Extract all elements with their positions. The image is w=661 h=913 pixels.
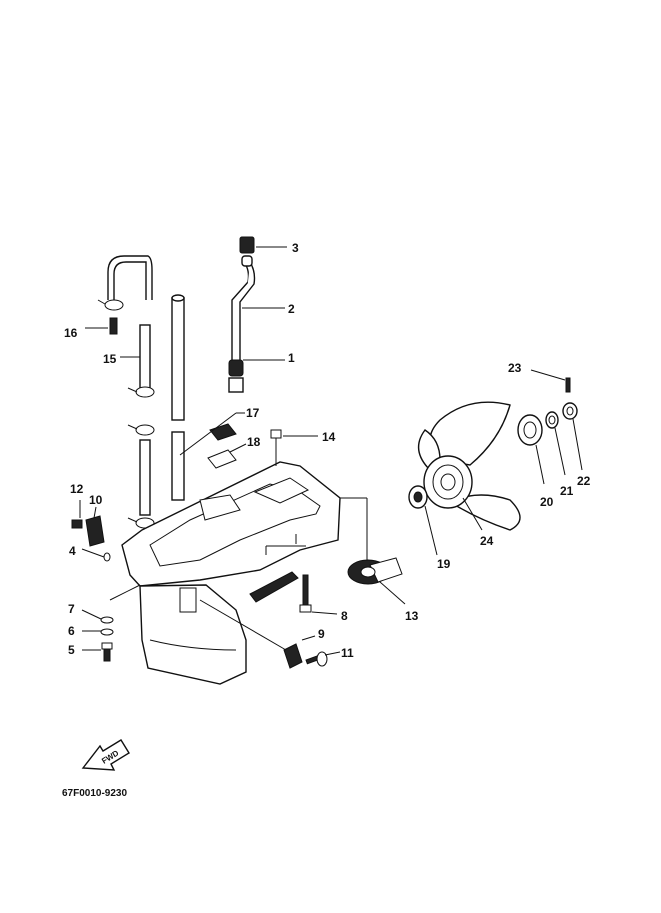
- callout-8: 8: [341, 609, 348, 623]
- callout-22: 22: [577, 474, 591, 488]
- callout-14: 14: [322, 430, 336, 444]
- callout-12: 12: [70, 482, 84, 496]
- callout-21: 21: [560, 484, 574, 498]
- plate-18: [207, 449, 237, 469]
- leader-lines: [79, 246, 583, 656]
- callout-labels: 3 2 1 16 15 17 14 18 23 12 10 4 7 6 5 8 …: [64, 241, 591, 660]
- spacer-20: [517, 414, 543, 446]
- grommet-16: [109, 317, 118, 335]
- lower-casing: [121, 461, 341, 685]
- callout-24: 24: [480, 534, 494, 548]
- tube-center: [171, 294, 185, 501]
- cotter-pin-23: [565, 377, 571, 393]
- propeller-shaft: [249, 571, 299, 603]
- callout-3: 3: [292, 241, 299, 255]
- pipe-2: [231, 255, 256, 360]
- callout-16: 16: [64, 326, 78, 340]
- callout-2: 2: [288, 302, 295, 316]
- callout-18: 18: [247, 435, 261, 449]
- nut-12: [71, 519, 83, 529]
- callout-1: 1: [288, 351, 295, 365]
- water-tube-15: [107, 255, 153, 516]
- callout-23: 23: [508, 361, 522, 375]
- callout-9: 9: [318, 627, 325, 641]
- callout-11: 11: [341, 646, 354, 660]
- trim-tab-9: [283, 643, 303, 669]
- anode-13: [347, 557, 403, 585]
- pad-17: [209, 423, 237, 441]
- cover-10: [85, 515, 105, 547]
- callout-7: 7: [68, 602, 75, 616]
- callout-5: 5: [68, 643, 75, 657]
- callout-6: 6: [68, 624, 75, 638]
- nut-22: [562, 402, 578, 420]
- grommet-1: [228, 359, 244, 393]
- bolt-11: [305, 651, 328, 667]
- drawing-code: 67F0010-9230: [62, 788, 127, 799]
- washer-21: [545, 411, 559, 429]
- callout-13: 13: [405, 609, 419, 623]
- callout-20: 20: [540, 495, 554, 509]
- washer-7: [100, 616, 114, 624]
- washer-6: [100, 628, 114, 636]
- fitting-3: [239, 236, 255, 254]
- bolt-5: [101, 642, 113, 662]
- clamps-left: [97, 299, 155, 529]
- callout-17: 17: [246, 406, 260, 420]
- callout-15: 15: [103, 352, 117, 366]
- bolt-8: [299, 574, 312, 613]
- propeller-24: [417, 401, 521, 531]
- callout-4: 4: [69, 544, 76, 558]
- callout-10: 10: [89, 493, 103, 507]
- thrust-washer-19: [408, 485, 428, 509]
- bolt-14: [270, 429, 282, 466]
- fwd-arrow-icon: FWD: [81, 739, 130, 771]
- washer-4: [103, 552, 111, 562]
- callout-19: 19: [437, 557, 451, 571]
